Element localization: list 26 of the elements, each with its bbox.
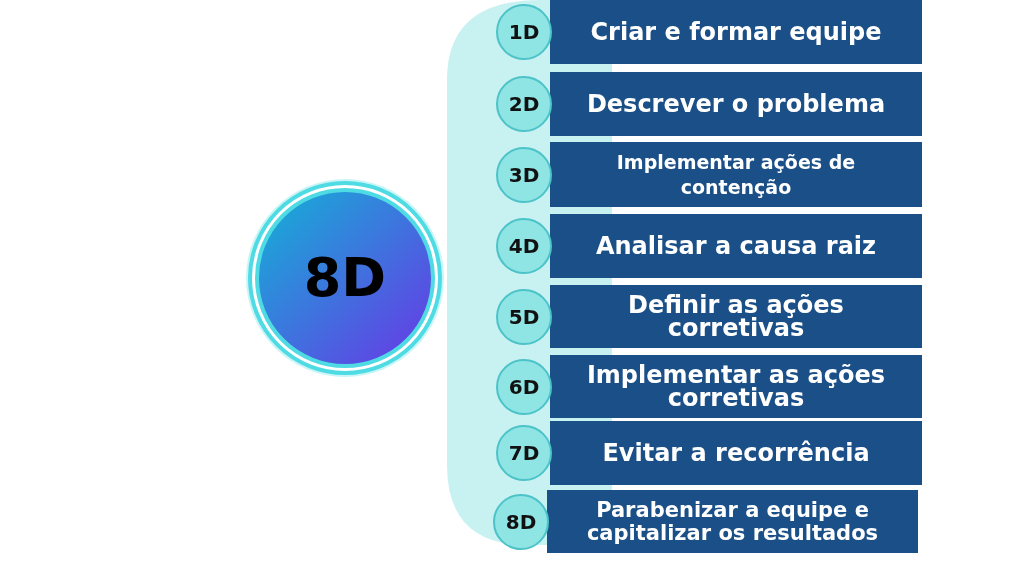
step-box — [550, 285, 922, 348]
step-title: Implementar ações de contenção — [615, 149, 857, 200]
step-box — [550, 0, 922, 64]
step-number: 6D — [508, 376, 540, 397]
step-box — [550, 421, 922, 485]
step-number: 1D — [508, 22, 540, 42]
step-box — [550, 72, 922, 136]
hub-label: 8D — [303, 251, 387, 305]
step-title: Evitar a recorrência — [602, 438, 870, 468]
step-title: Criar e formar equipe — [590, 17, 882, 47]
step-box — [550, 355, 922, 418]
step-number: 2D — [508, 94, 540, 114]
step-title: Parabenizar a equipe e capitalizar os resultados — [585, 499, 880, 544]
step-box — [550, 214, 922, 278]
step-box — [550, 142, 922, 207]
step-box — [547, 490, 918, 553]
step-title: Analisar a causa raiz — [595, 231, 877, 261]
step-number: 5D — [508, 306, 540, 327]
step-number: 4D — [508, 236, 540, 256]
step-number: 7D — [508, 443, 540, 463]
hub-circle — [245, 178, 445, 378]
step-title: Implementar as ações corretivas — [585, 363, 887, 410]
step-number: 8D — [505, 511, 537, 532]
step-number: 3D — [508, 164, 540, 185]
step-title: Descrever o problema — [586, 89, 886, 119]
step-title: Definir as ações corretivas — [627, 293, 845, 340]
